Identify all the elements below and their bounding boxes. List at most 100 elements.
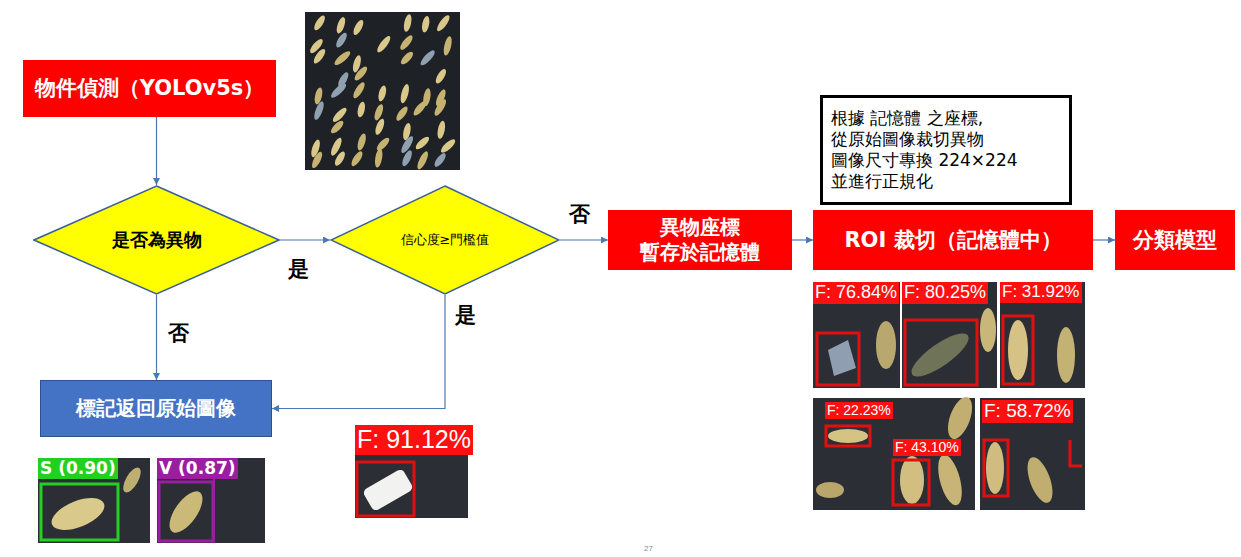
node-text: ROI 裁切（記憶體中） [844,227,1061,253]
detection-box-edge [213,470,215,543]
rice-grain [335,16,347,34]
rice-grain [356,101,366,118]
flow-arrow [1093,239,1115,240]
rice-grain [943,394,977,442]
detection-box-edge [1070,440,1082,466]
rice-grain [421,15,431,33]
rice-grain [333,49,353,67]
confidence-tag: F: 31.92% [1000,282,1082,303]
confidence-tag: F: 80.25% [902,282,988,304]
rice-photo [305,12,460,170]
rice-grain [435,14,452,33]
rice-grains [308,14,457,171]
rice-grain [400,149,413,167]
decision-diamond: 是否為異物 [33,185,280,295]
rice-grain [432,98,448,118]
rice-grain [399,50,415,66]
process-box: 異物座標 暫存於記憶體 [608,210,792,270]
flow-arrow [792,239,813,240]
rice-grain [442,35,453,56]
rice-grain [439,137,457,154]
confidence-tag: F: 22.23% [825,402,893,419]
edge-label: 否 [166,322,191,345]
rice-grain [1008,320,1028,380]
rice-grain [986,442,1004,494]
confidence-tag: F: 76.84% [813,282,899,304]
detection-box [41,484,118,540]
detection-box [817,333,859,385]
class-tag: V (0.87) [157,458,238,479]
rice-grain [329,119,345,135]
crop-photo [157,458,265,543]
node-text: 標記返回原始圖像 [76,396,236,421]
rice-grain [331,106,349,124]
decision-diamond: 信心度≥門檻值 [330,185,560,295]
rice-grain [375,136,391,153]
rice-grain [334,31,349,49]
detection-box [1003,316,1033,384]
class-tag: S (0.90) [38,458,118,479]
foreign-object [828,340,856,376]
crop-photo [980,398,1085,510]
rice-grain [374,148,384,168]
flow-arrow [560,239,608,240]
confidence-tag: F: 58.72% [982,400,1073,423]
rice-grain [351,81,367,100]
rice-grain [47,491,109,536]
foreign-object [906,326,974,383]
rice-grain [816,482,844,498]
rice-grain [352,18,366,36]
rice-grain [333,150,347,167]
rice-grain [1022,454,1057,506]
rice-grain [412,99,429,117]
edge-label: 否 [567,203,592,226]
edge-label: 是 [286,258,311,281]
rice-grain [349,150,364,168]
rice-grain [934,452,967,507]
rice-grain [876,321,896,369]
rice-grain [828,429,868,443]
rice-grain [432,151,447,168]
rice-grain [373,103,385,121]
flow-arrow [280,239,330,240]
rice-grain [394,105,409,123]
crop-photo [1000,282,1085,388]
process-box: 物件偵測（YOLOv5s） [23,60,276,117]
rice-grain [900,456,924,504]
rice-grain [980,308,996,352]
page-number: 27 [642,544,655,555]
rice-grain [419,48,437,67]
flow-arrow [156,295,157,380]
detection-box [893,460,929,505]
rice-grain [310,150,324,169]
rice-grain [375,34,392,54]
rice-grain [398,34,414,52]
process-box: 分類模型 [1115,210,1235,270]
rice-grain [312,14,327,32]
detection-box [984,440,1008,496]
edge-label: 是 [453,304,478,327]
detection-box [159,482,213,541]
rice-grain [1057,327,1075,383]
rice-grain [434,67,448,85]
node-text: 異物座標 暫存於記憶體 [616,215,784,265]
rice-grain [163,486,209,538]
rice-grain [436,120,446,139]
crop-photo [813,282,900,388]
rice-grain [403,14,413,33]
node-text: 是否為異物 [112,229,202,252]
rice-grain [312,47,328,65]
rice-grain [356,133,368,152]
node-text: 信心度≥門檻值 [401,232,490,248]
rice-grain [399,135,415,155]
detection-box [357,462,414,516]
rice-grain [329,81,348,99]
node-text: 分類模型 [1133,227,1217,253]
rice-grain [374,118,386,136]
rice-grain [353,65,370,83]
process-box: ROI 裁切（記憶體中） [813,210,1093,270]
detection-box [826,426,870,446]
crop-photo [38,458,150,543]
confidence-tag: F: 43.10% [893,439,961,456]
